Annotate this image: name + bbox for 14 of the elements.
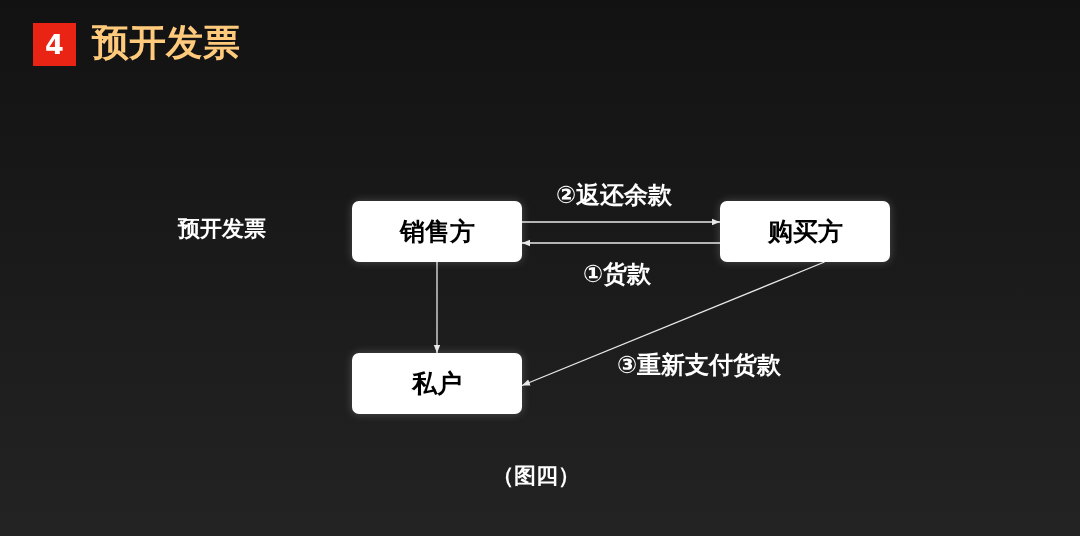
arrow [521,261,826,387]
arrow [433,261,441,354]
number-badge: 4 [33,23,76,66]
edge-label: ③重新支付货款 [617,352,782,380]
edge-label: ①货款 [583,261,652,289]
title: 预开发票 [92,22,240,65]
process-box: 私户 [352,353,522,414]
arrow [521,239,721,247]
process-box: 销售方 [352,201,522,262]
edge-label: ②返还余款 [556,182,673,210]
caption: （图四） [492,463,580,489]
process-box: 购买方 [720,201,890,262]
side-label: 预开发票 [178,216,266,242]
arrow [521,218,721,226]
